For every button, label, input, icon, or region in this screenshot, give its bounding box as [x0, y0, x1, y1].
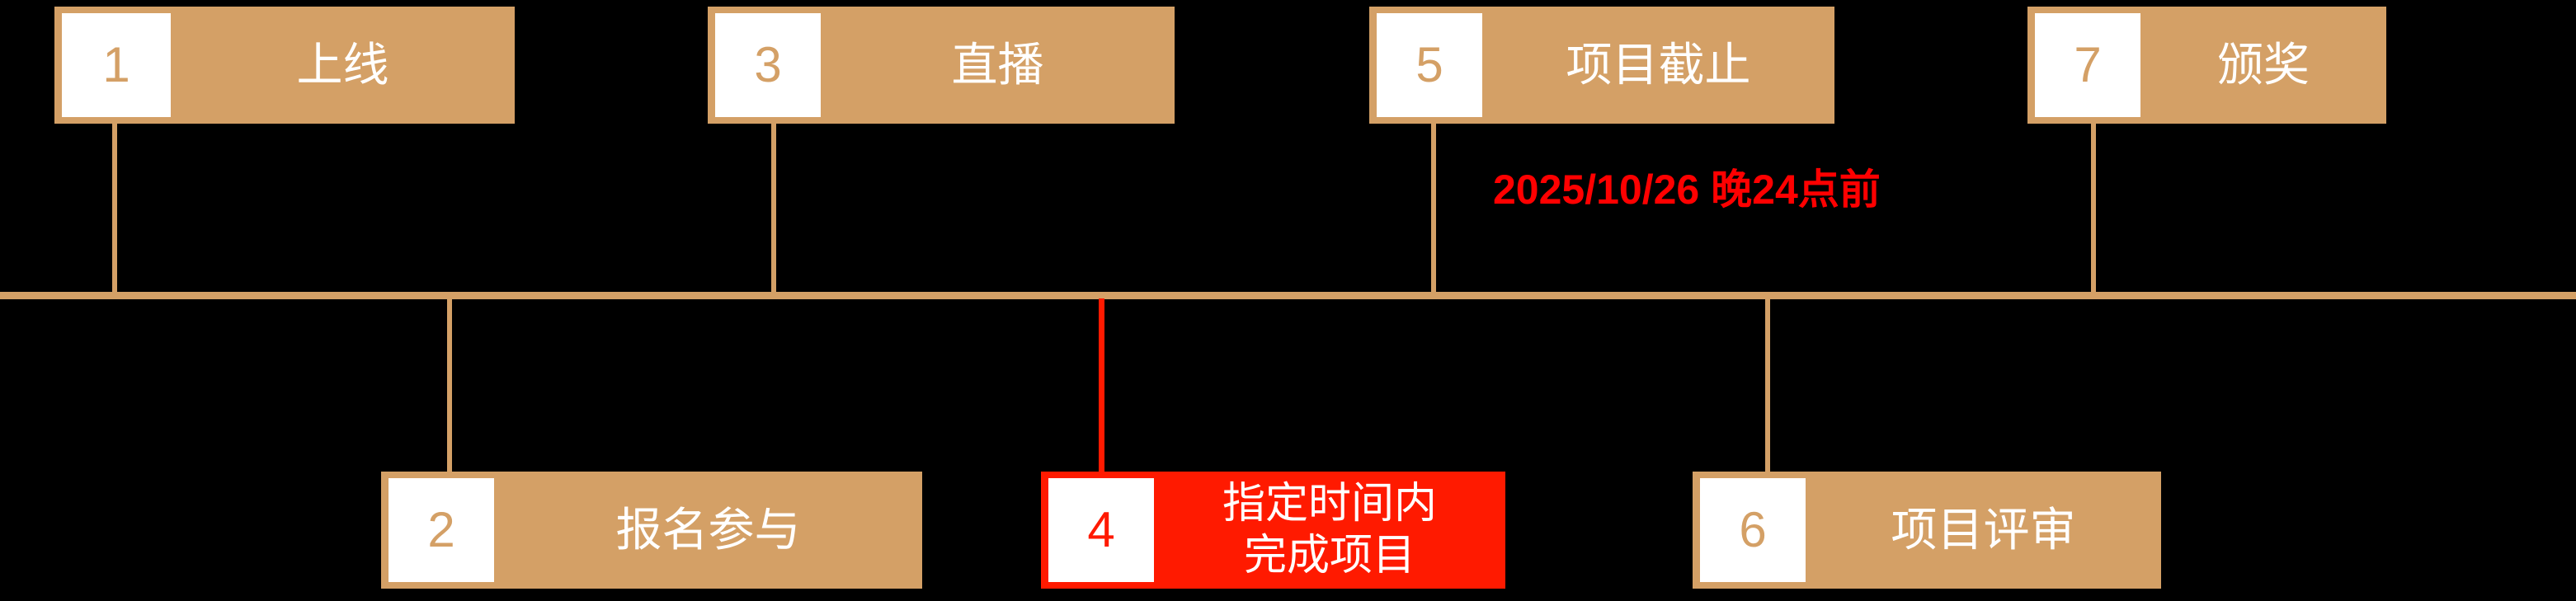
milestone-card-4[interactable]: 4 指定时间内 完成项目 — [1041, 472, 1505, 589]
connector-stem-7 — [2091, 124, 2096, 293]
milestone-number-5: 5 — [1415, 37, 1443, 92]
connector-stem-1 — [112, 124, 117, 293]
deadline-annotation: 2025/10/26 晚24点前 — [1493, 167, 1881, 213]
connector-stem-4 — [1099, 298, 1104, 472]
milestone-card-3[interactable]: 3 直播 — [708, 7, 1175, 124]
milestone-label-7: 颁奖 — [2217, 38, 2310, 91]
milestone-number-4: 4 — [1087, 502, 1115, 557]
milestone-card-1[interactable]: 1 上线 — [54, 7, 515, 124]
milestone-number-2: 2 — [427, 502, 455, 557]
milestone-number-1: 1 — [102, 37, 130, 92]
milestone-card-2[interactable]: 2 报名参与 — [381, 472, 922, 589]
milestone-card-7[interactable]: 7 颁奖 — [2027, 7, 2386, 124]
milestone-number-box-3: 3 — [715, 13, 821, 117]
connector-stem-3 — [771, 124, 776, 293]
milestone-label-5: 项目截止 — [1566, 38, 1751, 91]
milestone-label-1: 上线 — [296, 38, 389, 91]
connector-stem-6 — [1765, 298, 1770, 472]
milestone-card-6[interactable]: 6 项目评审 — [1693, 472, 2161, 589]
milestone-number-3: 3 — [754, 37, 782, 92]
milestone-number-6: 6 — [1739, 502, 1767, 557]
milestone-number-box-5: 5 — [1377, 13, 1482, 117]
milestone-number-box-4: 4 — [1048, 478, 1154, 582]
milestone-number-box-2: 2 — [389, 478, 494, 582]
milestone-label-6: 项目评审 — [1891, 503, 2076, 556]
connector-stem-5 — [1431, 124, 1436, 293]
milestone-number-7: 7 — [2074, 37, 2102, 92]
milestone-label-4: 指定时间内 完成项目 — [1222, 479, 1437, 580]
milestone-label-2: 报名参与 — [615, 503, 801, 556]
milestone-label-3: 直播 — [951, 38, 1044, 91]
milestone-number-box-7: 7 — [2035, 13, 2140, 117]
timeline-axis — [0, 292, 2576, 299]
milestone-number-box-6: 6 — [1700, 478, 1806, 582]
milestone-card-5[interactable]: 5 项目截止 — [1369, 7, 1834, 124]
milestone-number-box-1: 1 — [62, 13, 171, 117]
connector-stem-2 — [447, 298, 452, 472]
